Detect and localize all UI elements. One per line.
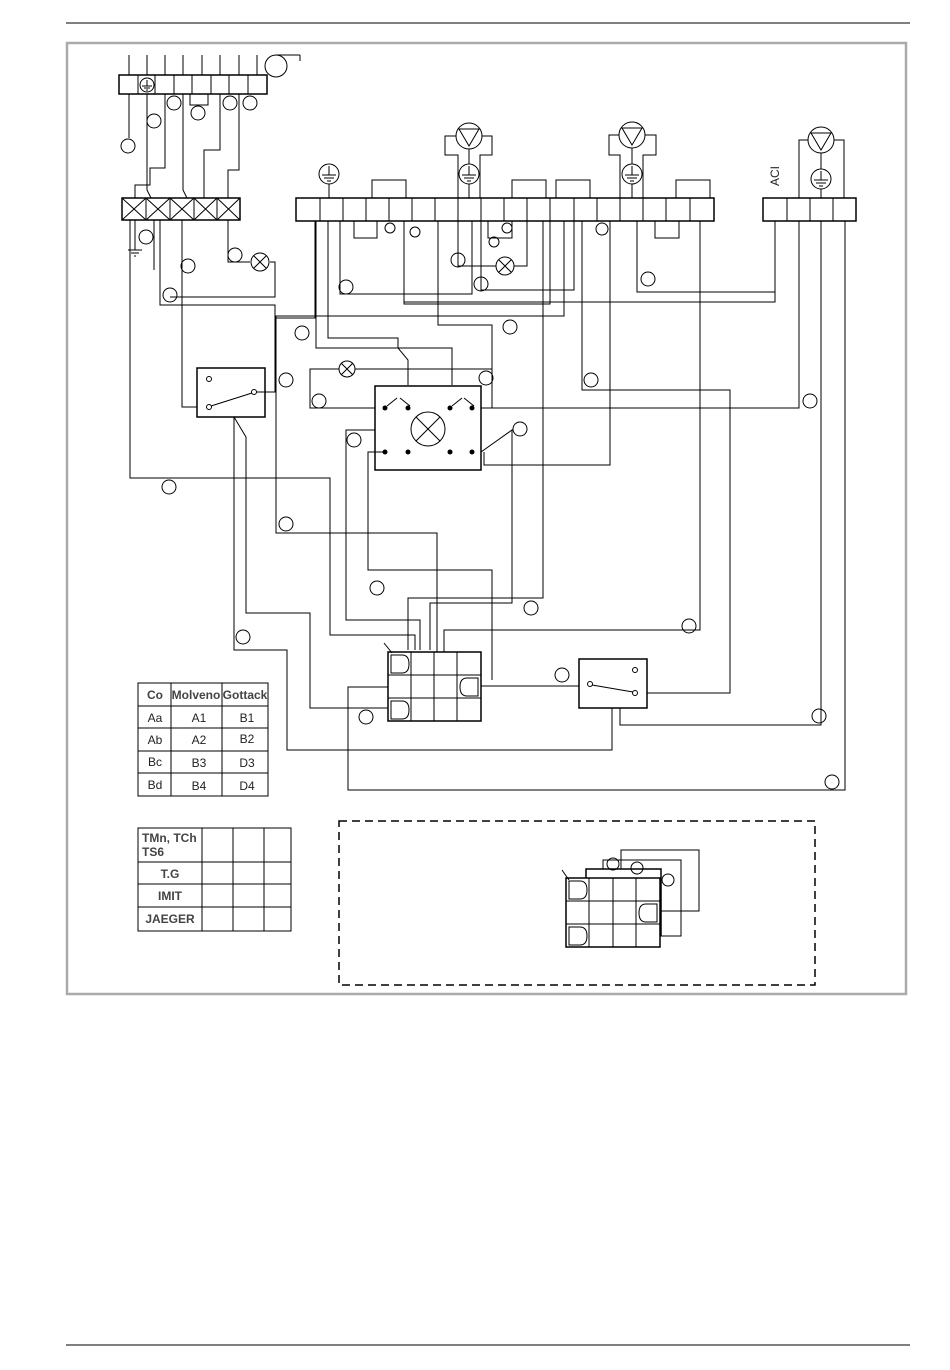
- fan-icon: [265, 55, 300, 77]
- top-left-wiring: [129, 94, 239, 200]
- left-x-terminal-block: [122, 198, 240, 220]
- table1-header-1: Molveno: [172, 688, 221, 702]
- table2-row-1: T.G: [161, 867, 180, 881]
- aci-terminal-strip: [763, 198, 856, 221]
- table1-cell: Ab: [148, 733, 163, 747]
- ground-icon-1: [319, 164, 339, 198]
- dashed-variant-box: [339, 821, 815, 985]
- left-block-wiring: [128, 220, 415, 650]
- table1-header-0: Co: [147, 688, 163, 702]
- table1-cell: Aa: [148, 711, 163, 725]
- table2-row-3: JAEGER: [145, 912, 195, 926]
- table1-cell: B3: [192, 756, 207, 770]
- table1-header-2: Gottack: [223, 688, 268, 702]
- jumper-bridges-bottom: [354, 221, 679, 238]
- main-terminal-strip: [296, 198, 714, 221]
- table1-cell: D4: [239, 779, 255, 793]
- table2-row-0: TMn, TCh TS6: [142, 831, 200, 859]
- center-lamp-icon: [458, 221, 527, 275]
- table1-cell: A2: [192, 733, 207, 747]
- pump-icon-2: [609, 122, 656, 198]
- table1-cell: Bc: [148, 755, 162, 769]
- table1-cell: A1: [192, 711, 207, 725]
- reference-circles-main: [236, 223, 839, 789]
- reference-circles-top-left: [121, 96, 257, 153]
- right-switch: [579, 659, 647, 708]
- aci-label: ACI: [768, 166, 782, 186]
- table2-row-2: IMIT: [158, 889, 183, 903]
- left-lamp-icon: [251, 253, 269, 271]
- bottom-connector-block: [384, 643, 580, 721]
- table-2: TMn, TCh TS6 T.G IMIT JAEGER: [138, 828, 291, 931]
- table2-row-0-line-1: TMn, TCh: [142, 831, 197, 845]
- pump-icon-3: [799, 127, 844, 198]
- top-left-terminal-strip: [119, 55, 267, 94]
- pump-icon-1: [445, 123, 492, 198]
- table1-cell: Bd: [148, 778, 163, 792]
- table1-cell: B4: [192, 779, 207, 793]
- table1-cell: B1: [240, 711, 255, 725]
- table1-cell: B2: [240, 732, 255, 746]
- jumper-bridges-top: [372, 180, 710, 198]
- table1-cell: D3: [239, 756, 255, 770]
- table2-row-0-line-2: TS6: [142, 845, 164, 859]
- table-1: Co Molveno Gottack Aa A1 B1 Ab A2 B2 Bc …: [138, 683, 268, 796]
